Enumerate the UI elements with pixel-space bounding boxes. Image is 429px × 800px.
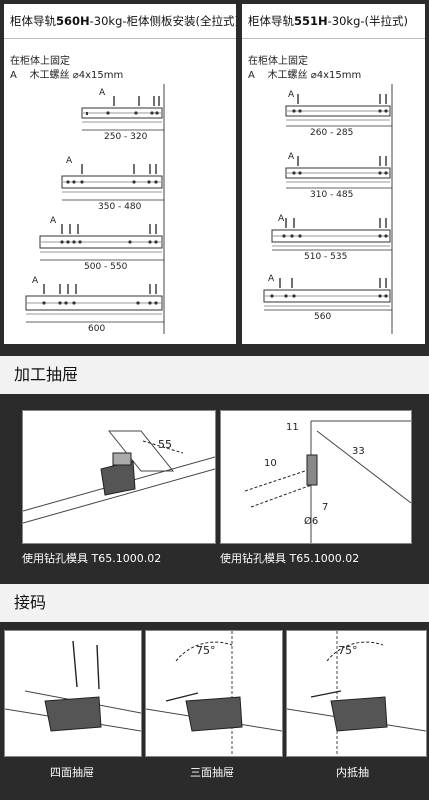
rail-drawing-1: [81, 107, 163, 123]
rail-drawing-4: [263, 289, 391, 307]
screw-label-a: A: [50, 216, 57, 226]
rail-drawing-4: [25, 295, 163, 315]
machining-caption-right: 使用钻孔模具 T65.1000.02: [220, 552, 360, 565]
drill-figure-left: [22, 410, 216, 544]
diameter-icon: ⌀: [72, 70, 79, 81]
right-dim-4: 560: [314, 312, 332, 322]
rail-drawing-1: [285, 105, 391, 121]
right-panel-title: 柜体导轨551H-30kg-(半拉式): [242, 4, 425, 39]
rail-drawing-2: [61, 175, 163, 193]
screw-label-a: A: [288, 152, 295, 162]
drill-dim-10: 10: [264, 458, 277, 469]
left-dim-1: 250 - 320: [104, 132, 148, 142]
caption-three-side-drawer: 三面抽屉: [190, 766, 234, 779]
drill-dim-33: 33: [352, 446, 365, 457]
left-dim-2: 350 - 480: [98, 202, 142, 212]
angle-label-inset: 75°: [338, 644, 358, 657]
left-rail-panel: 柜体导轨560H-30kg-柜体侧板安装(全拉式) 在柜体上固定 A 木工螺丝 …: [4, 4, 236, 344]
right-note-line1: 在柜体上固定: [248, 56, 308, 67]
left-panel-title: 柜体导轨560H-30kg-柜体侧板安装(全拉式): [4, 4, 236, 39]
connection-figure-three-side: [145, 630, 283, 757]
drill-dim-7: 7: [322, 502, 329, 513]
right-dim-1: 260 - 285: [310, 128, 354, 138]
right-note-line2: A 木工螺丝 ⌀4x15mm: [248, 70, 362, 81]
diameter-icon: ⌀: [310, 70, 317, 81]
left-dim-4: 600: [88, 324, 106, 334]
screw-label-a: A: [288, 90, 295, 100]
drill-dim-11: 11: [286, 422, 299, 433]
screw-icons-right: [279, 94, 387, 288]
connection-section-title: 接码: [0, 584, 429, 622]
drill-dim-55: 55: [158, 438, 172, 451]
machining-caption-left: 使用钻孔模具 T65.1000.02: [22, 552, 162, 565]
screw-label-a: A: [99, 88, 106, 98]
connection-figure-inset: [286, 630, 427, 757]
drill-figure-right: [220, 410, 412, 544]
screw-label-a: A: [268, 274, 275, 284]
machining-section-title: 加工抽屉: [0, 356, 429, 394]
screw-icons-left: [43, 96, 160, 294]
left-note-line1: 在柜体上固定: [10, 56, 70, 67]
rail-drawing-2: [285, 167, 391, 183]
right-dim-2: 310 - 485: [310, 190, 354, 200]
right-rail-drawings: [263, 84, 393, 334]
right-dim-3: 510 - 535: [304, 252, 348, 262]
rail-drawing-3: [271, 229, 391, 247]
angle-label-three-side: 75°: [196, 644, 216, 657]
left-note-line2: A 木工螺丝 ⌀4x15mm: [10, 70, 124, 81]
screw-label-a: A: [66, 156, 73, 166]
right-rail-panel: 柜体导轨551H-30kg-(半拉式) 在柜体上固定 A 木工螺丝 ⌀4x15m…: [242, 4, 425, 344]
drill-dim-diameter: Ø6: [304, 516, 319, 527]
caption-inset-drawer: 内抵抽: [336, 766, 369, 779]
screw-label-a: A: [32, 276, 39, 286]
screw-label-a: A: [278, 214, 285, 224]
left-rail-drawings: [25, 84, 165, 334]
rail-drawing-3: [39, 235, 163, 253]
caption-four-side-drawer: 四面抽屉: [50, 766, 94, 779]
left-dim-3: 500 - 550: [84, 262, 128, 272]
connection-figure-four-side: [4, 630, 142, 757]
